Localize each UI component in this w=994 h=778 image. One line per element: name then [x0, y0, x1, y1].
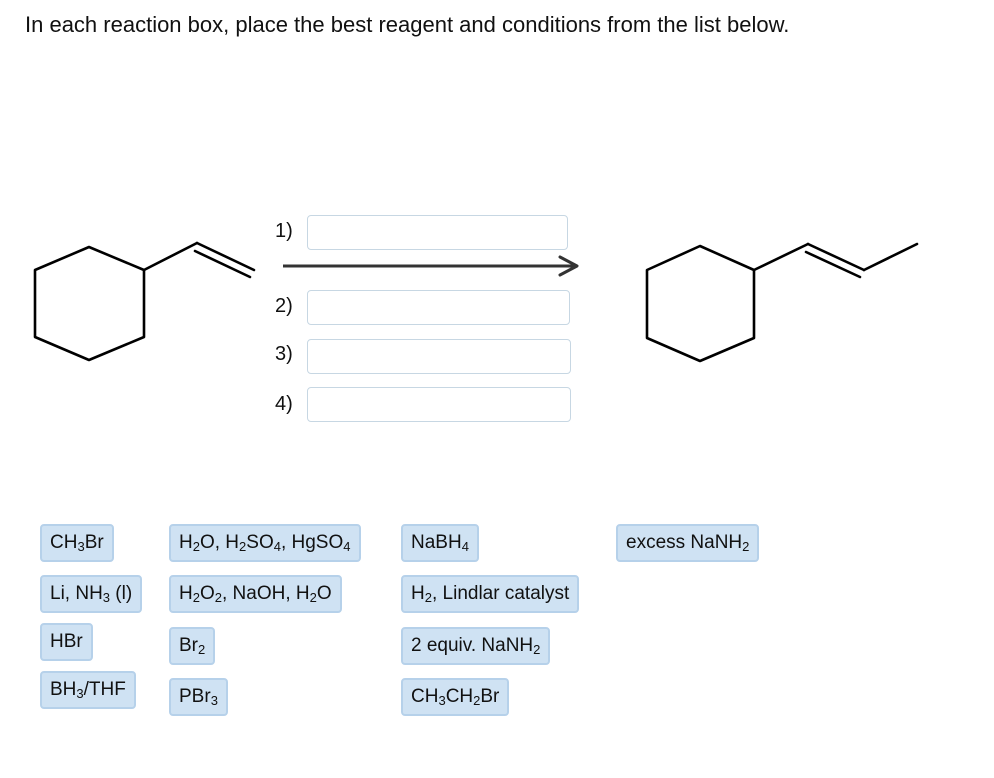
- step-4-drop-box[interactable]: [307, 387, 571, 422]
- vinyl-double-bond-inner: [193, 249, 252, 279]
- reagent-tile-two-equiv-nanh2[interactable]: 2 equiv. NaNH2: [401, 627, 551, 665]
- instruction-text: In each reaction box, place the best rea…: [25, 12, 790, 37]
- reagent-tile-h2o-h2so4-hgso4[interactable]: H2O, H2SO4, HgSO4: [169, 524, 361, 562]
- reagent-tile-ch3ch2br[interactable]: CH3CH2Br: [401, 678, 510, 716]
- step-3-label: 3): [275, 343, 293, 365]
- reagent-tile-hbr[interactable]: HBr: [40, 623, 93, 661]
- reagent-tile-pbr3[interactable]: PBr3: [169, 678, 228, 716]
- reagent-tile-nabh4[interactable]: NaBH4: [401, 524, 479, 562]
- vinyl-single-bond: [142, 241, 199, 272]
- step-4-label: 4): [275, 393, 293, 415]
- reagent-tile-br2[interactable]: Br2: [169, 627, 216, 665]
- reagent-tile-h2o2-naoh-h2o[interactable]: H2O2, NaOH, H2O: [169, 575, 342, 613]
- step-1-drop-box[interactable]: [307, 215, 568, 250]
- reagent-tile-bh3-thf[interactable]: BH3/THF: [40, 671, 136, 709]
- vinyl-double-bond-outer: [195, 241, 256, 272]
- reagent-tile-excess-nanh2[interactable]: excess NaNH2: [616, 524, 760, 562]
- step-2-drop-box[interactable]: [307, 290, 570, 325]
- step-2-label: 2): [275, 295, 293, 317]
- reagent-tile-h2-lindlar[interactable]: H2, Lindlar catalyst: [401, 575, 580, 613]
- cyclohexane-ring-left: [33, 245, 146, 362]
- step-3-drop-box[interactable]: [307, 339, 571, 374]
- reagent-tile-ch3br[interactable]: CH3Br: [40, 524, 114, 562]
- step-1-label: 1): [275, 220, 293, 242]
- reagent-tile-li-nh3[interactable]: Li, NH3 (l): [40, 575, 143, 613]
